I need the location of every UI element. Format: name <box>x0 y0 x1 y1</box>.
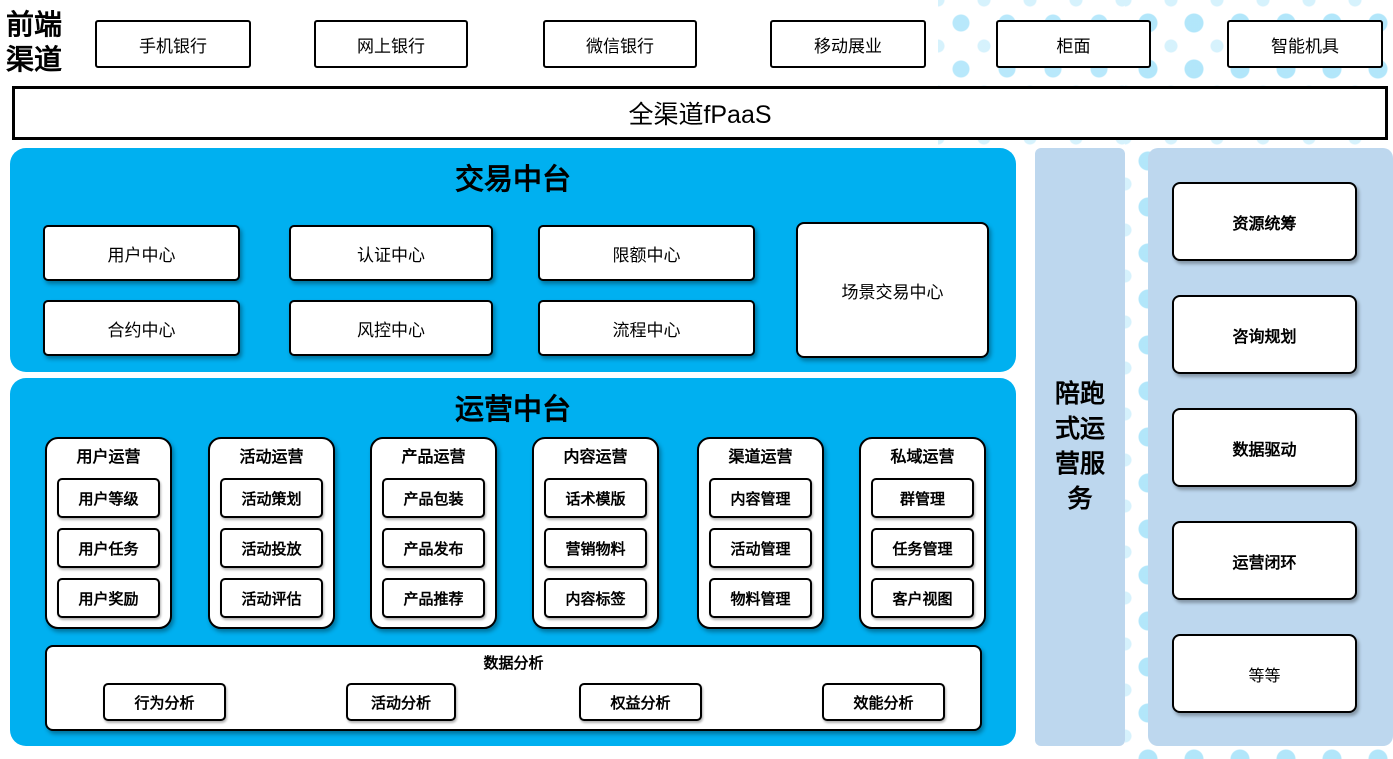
service-box-etc: 等等 <box>1172 634 1357 713</box>
transaction-platform-panel: 交易中台 用户中心 认证中心 限额中心 合约中心 风控中心 流程中心 场景交易中… <box>10 148 1016 372</box>
operation-item-box: 产品推荐 <box>382 578 485 618</box>
operation-item-box: 任务管理 <box>871 528 974 568</box>
transaction-platform-title: 交易中台 <box>454 164 571 196</box>
channel-box-online-banking: 网上银行 <box>314 20 468 68</box>
data-analysis-section: 数据分析 行为分析 活动分析 权益分析 效能分析 <box>45 645 982 731</box>
operation-item-box: 活动投放 <box>220 528 323 568</box>
operation-item-box: 用户等级 <box>57 478 160 518</box>
analysis-box-activity: 活动分析 <box>346 683 456 721</box>
limit-center-box: 限额中心 <box>538 225 755 281</box>
operation-item-box: 活动管理 <box>709 528 812 568</box>
operation-platform-panel: 运营中台 用户运营 用户等级 用户任务 用户奖励 活动运营 活动策划 活动投放 … <box>10 378 1016 746</box>
user-center-box: 用户中心 <box>43 225 240 281</box>
channel-box-wechat-banking: 微信银行 <box>543 20 697 68</box>
operation-column-content: 内容运营 话术模版 营销物料 内容标签 <box>532 437 659 629</box>
process-center-box: 流程中心 <box>538 300 755 356</box>
operation-column-header: 私域运营 <box>890 449 955 466</box>
data-analysis-title: 数据分析 <box>483 655 544 672</box>
analysis-box-behavior: 行为分析 <box>103 683 226 721</box>
channel-box-counter: 柜面 <box>996 20 1151 68</box>
operation-column-header: 渠道运营 <box>728 449 793 466</box>
channel-box-smart-devices: 智能机具 <box>1227 20 1383 68</box>
operation-column-user: 用户运营 用户等级 用户任务 用户奖励 <box>45 437 172 629</box>
operation-column-private-domain: 私域运营 群管理 任务管理 客户视图 <box>859 437 986 629</box>
operation-column-header: 用户运营 <box>76 449 141 466</box>
operation-item-box: 活动评估 <box>220 578 323 618</box>
contract-center-box: 合约中心 <box>43 300 240 356</box>
operation-column-header: 活动运营 <box>239 449 304 466</box>
operation-item-box: 产品包装 <box>382 478 485 518</box>
fpaas-bar: 全渠道fPaaS <box>12 86 1388 140</box>
operation-platform-title: 运营中台 <box>454 394 571 426</box>
auth-center-box: 认证中心 <box>289 225 493 281</box>
service-box-resource-planning: 资源统筹 <box>1172 182 1357 261</box>
support-services-panel: 资源统筹 咨询规划 数据驱动 运营闭环 等等 <box>1148 148 1393 746</box>
scene-transaction-center-box: 场景交易中心 <box>796 222 989 358</box>
operation-item-box: 内容管理 <box>709 478 812 518</box>
front-channels-label: 前端渠道 <box>6 10 63 76</box>
operation-item-box: 内容标签 <box>544 578 647 618</box>
service-box-operation-loop: 运营闭环 <box>1172 521 1357 600</box>
channel-box-mobile-banking: 手机银行 <box>95 20 251 68</box>
operation-item-box: 用户任务 <box>57 528 160 568</box>
operation-item-box: 营销物料 <box>544 528 647 568</box>
operation-column-product: 产品运营 产品包装 产品发布 产品推荐 <box>370 437 497 629</box>
service-box-data-driven: 数据驱动 <box>1172 408 1357 487</box>
service-box-consulting: 咨询规划 <box>1172 295 1357 374</box>
companion-service-bar: 陪跑式运营服务 <box>1035 148 1125 746</box>
risk-center-box: 风控中心 <box>289 300 493 356</box>
operation-column-header: 内容运营 <box>563 449 628 466</box>
analysis-box-rights: 权益分析 <box>579 683 702 721</box>
operation-item-box: 产品发布 <box>382 528 485 568</box>
operation-column-channel: 渠道运营 内容管理 活动管理 物料管理 <box>697 437 824 629</box>
operation-item-box: 用户奖励 <box>57 578 160 618</box>
operation-item-box: 客户视图 <box>871 578 974 618</box>
channel-box-mobile-sales: 移动展业 <box>770 20 926 68</box>
companion-service-label: 陪跑式运营服务 <box>1054 380 1105 513</box>
operation-column-activity: 活动运营 活动策划 活动投放 活动评估 <box>208 437 335 629</box>
operation-item-box: 话术模版 <box>544 478 647 518</box>
operation-column-header: 产品运营 <box>401 449 466 466</box>
operation-item-box: 物料管理 <box>709 578 812 618</box>
analysis-box-efficiency: 效能分析 <box>822 683 945 721</box>
operation-item-box: 活动策划 <box>220 478 323 518</box>
operation-item-box: 群管理 <box>871 478 974 518</box>
